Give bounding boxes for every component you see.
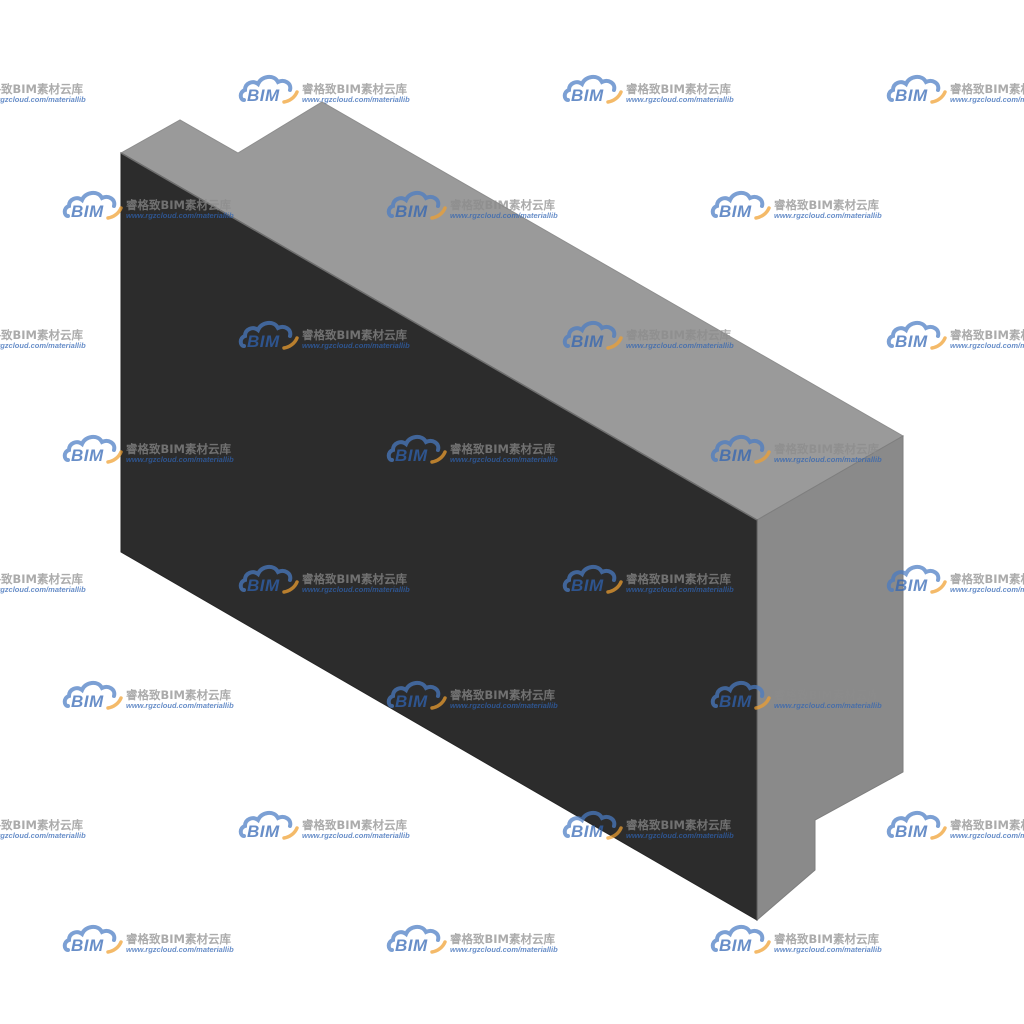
block-side-face [756, 435, 904, 922]
block-front-top-edge [120, 152, 758, 521]
